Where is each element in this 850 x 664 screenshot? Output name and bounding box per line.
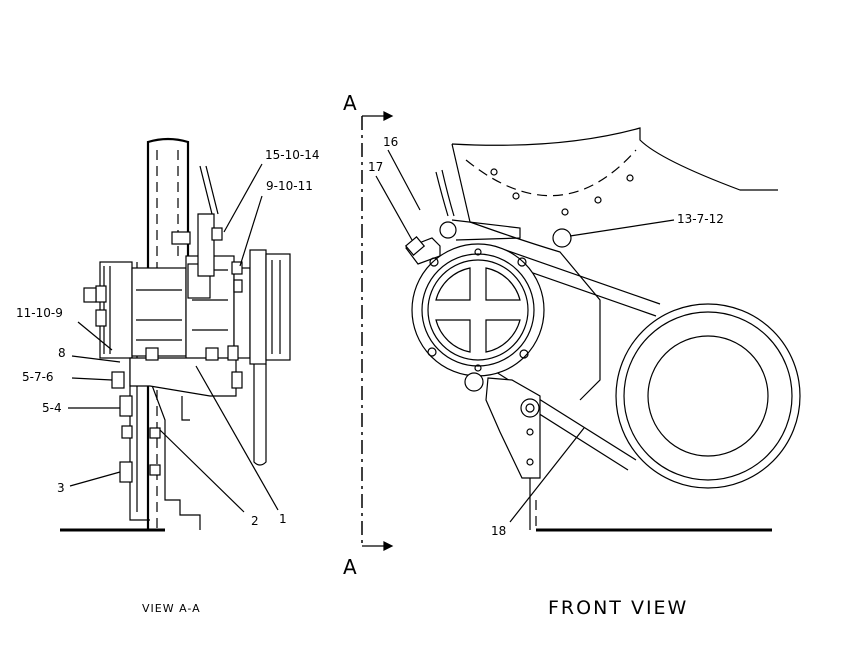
view-title-front: FRONT VIEW [548, 597, 688, 619]
right-leaders [375, 149, 675, 523]
view-title-section: VIEW A-A [142, 602, 201, 615]
callout-8: 8 [58, 346, 66, 360]
callout-15-10-14: 15-10-14 [265, 148, 319, 162]
callout-1: 1 [279, 512, 287, 526]
section-label-bottom: A [343, 555, 357, 579]
front-view-drawing [404, 127, 801, 532]
callout-3: 3 [57, 481, 65, 495]
section-label-top: A [343, 91, 357, 115]
callout-2: 2 [251, 514, 259, 528]
callout-17: 17 [368, 160, 383, 174]
callout-11-10-9: 11-10-9 [16, 306, 63, 320]
callout-16: 16 [383, 135, 398, 149]
callout-18: 18 [491, 524, 506, 538]
callout-13-7-12: 13-7-12 [677, 212, 724, 226]
callout-5-7-6: 5-7-6 [22, 370, 54, 384]
callout-5-4: 5-4 [42, 401, 62, 415]
side-view-drawing [60, 137, 291, 532]
left-leaders [68, 163, 279, 513]
callout-9-10-11: 9-10-11 [266, 179, 313, 193]
section-line [361, 111, 394, 551]
